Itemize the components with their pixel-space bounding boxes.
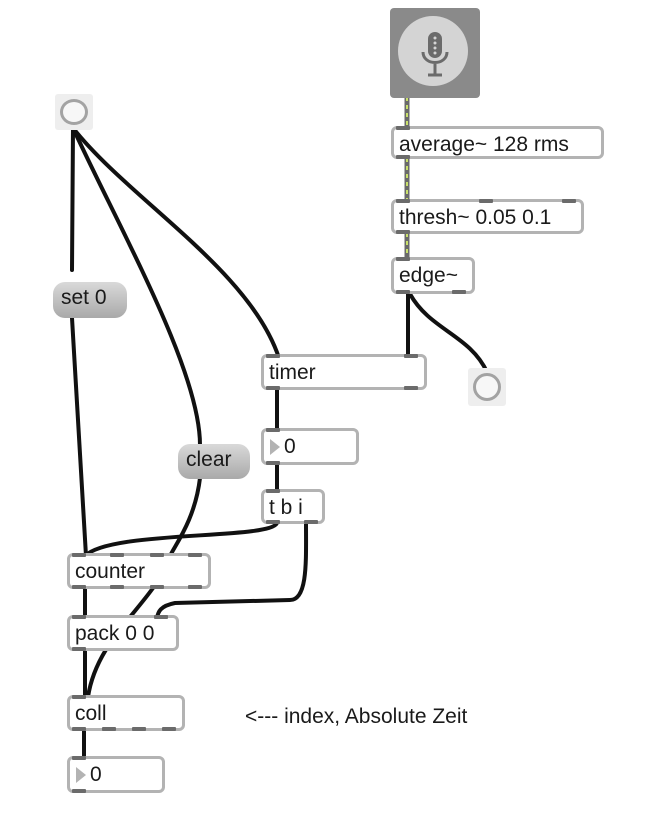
counter-label: counter	[75, 560, 146, 583]
coll-label: coll	[75, 702, 107, 725]
set-0-label: set 0	[61, 286, 107, 309]
coll-outlet-1[interactable]	[72, 727, 86, 731]
timer-inlet-1[interactable]	[266, 354, 280, 358]
counter-inlet-2[interactable]	[110, 553, 124, 557]
trigger-inlet[interactable]	[266, 489, 280, 493]
trigger-outlet-1[interactable]	[266, 520, 280, 524]
pack-inlet-1[interactable]	[72, 615, 86, 619]
trigger-object[interactable]: t b i	[261, 489, 325, 524]
adc-microphone-object[interactable]	[390, 8, 480, 98]
timer-number-value: 0	[284, 435, 296, 458]
edge-outlet-1[interactable]	[396, 290, 410, 294]
index-comment: <--- index, Absolute Zeit	[245, 705, 468, 728]
edge-label: edge~	[399, 264, 458, 287]
coll-number-outlet[interactable]	[72, 789, 86, 793]
timer-number-inlet[interactable]	[266, 428, 280, 432]
average-object[interactable]: average~ 128 rms	[391, 126, 604, 159]
edge-outlet-2[interactable]	[452, 290, 466, 294]
bang-circle-icon	[473, 373, 501, 401]
average-label: average~ 128 rms	[399, 133, 569, 156]
timer-outlet-2[interactable]	[404, 386, 418, 390]
counter-inlet-4[interactable]	[188, 553, 202, 557]
timer-number-box[interactable]: 0	[261, 428, 359, 465]
counter-outlet-3[interactable]	[150, 585, 164, 589]
timer-outlet-1[interactable]	[266, 386, 280, 390]
edge-object[interactable]: edge~	[391, 257, 475, 294]
coll-outlet-3[interactable]	[132, 727, 146, 731]
thresh-inlet-1[interactable]	[396, 199, 410, 203]
edge-inlet[interactable]	[396, 257, 410, 261]
trigger-outlet-2[interactable]	[304, 520, 318, 524]
coll-outlet-2[interactable]	[102, 727, 116, 731]
counter-inlet-1[interactable]	[72, 553, 86, 557]
pack-label: pack 0 0	[75, 622, 155, 645]
thresh-label: thresh~ 0.05 0.1	[399, 206, 552, 229]
pack-outlet[interactable]	[72, 647, 86, 651]
coll-number-box[interactable]: 0	[67, 756, 165, 793]
coll-inlet[interactable]	[72, 695, 86, 699]
timer-inlet-2[interactable]	[404, 354, 418, 358]
average-outlet[interactable]	[396, 155, 410, 159]
coll-object[interactable]: coll	[67, 695, 185, 731]
counter-outlet-4[interactable]	[188, 585, 202, 589]
coll-number-value: 0	[90, 763, 102, 786]
number-triangle-icon	[270, 439, 280, 455]
counter-outlet-2[interactable]	[110, 585, 124, 589]
control-cords	[70, 126, 489, 760]
coll-number-inlet[interactable]	[72, 756, 86, 760]
number-triangle-icon	[76, 767, 86, 783]
bang-button-edge[interactable]	[468, 368, 506, 406]
clear-label: clear	[186, 448, 232, 471]
thresh-object[interactable]: thresh~ 0.05 0.1	[391, 199, 584, 234]
bang-circle-icon	[60, 99, 88, 125]
timer-number-outlet[interactable]	[266, 461, 280, 465]
clear-message[interactable]: clear	[178, 444, 250, 479]
bang-button-top[interactable]	[55, 94, 93, 130]
average-inlet[interactable]	[396, 126, 410, 130]
counter-inlet-3[interactable]	[150, 553, 164, 557]
pack-inlet-2[interactable]	[154, 615, 168, 619]
thresh-inlet-3[interactable]	[562, 199, 576, 203]
counter-object[interactable]: counter	[67, 553, 211, 589]
pack-object[interactable]: pack 0 0	[67, 615, 179, 651]
set-0-message[interactable]: set 0	[53, 282, 127, 318]
thresh-inlet-2[interactable]	[479, 199, 493, 203]
counter-outlet-1[interactable]	[72, 585, 86, 589]
timer-object[interactable]: timer	[261, 354, 427, 390]
coll-outlet-4[interactable]	[162, 727, 176, 731]
trigger-label: t b i	[269, 496, 303, 519]
timer-label: timer	[269, 361, 316, 384]
thresh-outlet[interactable]	[396, 230, 410, 234]
microphone-icon	[421, 32, 449, 77]
